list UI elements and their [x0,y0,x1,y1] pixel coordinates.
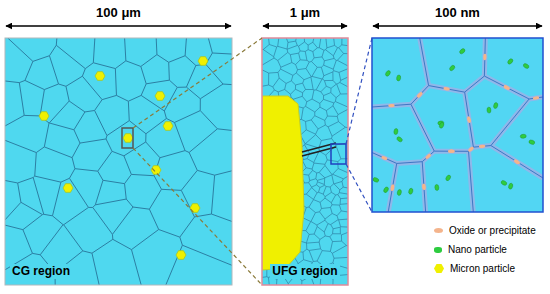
cg-panel-art [5,38,232,285]
dimension-arrow [373,25,542,26]
oxide-precipitate [533,96,540,100]
grain-boundaries [5,38,232,285]
legend-text: Nano particle [448,243,507,256]
micron-particle [95,72,105,81]
nano-particle [487,107,491,113]
ufg-panel-art [262,38,348,285]
micron-particle [176,251,186,260]
oxide-precipitate [513,159,520,165]
zoom-box [331,144,346,164]
legend-entry: Nano particle [434,243,507,256]
nano-particle [507,58,514,65]
oxide-precipitate [448,150,454,153]
scale-label: 100 μm [96,5,141,20]
micron-particle-section [262,96,304,270]
nano-particle [439,122,445,129]
nano-particle [396,136,403,143]
oxide-precipitate [388,104,395,108]
oxide-precipitate [503,85,510,91]
legend-text: Micron particle [450,262,515,275]
legend-entry: Oxide or precipitate [434,224,536,237]
zoom-box [122,128,133,148]
oxide-precipitate [513,159,520,165]
nano-particle [435,184,440,190]
nano-particle [500,180,507,186]
dimension-arrow [263,25,347,26]
nano-particle [508,183,513,190]
nano-particle [449,64,456,71]
micron-particle [151,166,161,175]
nano-particle [520,134,526,139]
grain-boundaries [262,38,348,285]
legend-swatch [434,247,442,253]
oxide-precipitate [483,54,486,60]
grain-ground [5,38,232,285]
zoom-leader-line [133,38,262,128]
oxide-precipitate [416,91,423,98]
grain-ground [372,38,543,212]
micron-particle [155,92,165,101]
nano-particle [528,139,535,145]
grain-boundary-band [372,38,543,212]
micron-particle [190,204,200,213]
nano-particle [408,188,413,195]
oxide-precipitate [467,116,471,123]
nano-particle [372,177,379,183]
oxide-precipitate [422,184,426,191]
legend-entry: Micron particle [434,262,515,275]
nano-particle [459,48,466,55]
micron-particle [163,122,173,131]
nano-particle [396,75,401,82]
dimension-arrow [6,25,231,26]
grain-boundaries [372,38,543,212]
scale-label: 100 nm [435,5,480,20]
nano-particle [383,186,389,193]
scale-label: 1 μm [290,5,320,20]
oxide-precipitate [467,116,471,123]
oxide-precipitate [503,85,510,91]
nano-particle [397,189,402,196]
region-label: CG region [10,264,72,279]
zoom-leader-line [133,148,262,285]
region-panel: UFG region [262,38,348,285]
oxide-precipitate [425,153,432,160]
panel-frame [262,38,348,285]
legend-swatch [434,264,444,273]
oxide-precipitate [390,184,394,191]
oxide-precipitate [422,184,426,191]
nano-particle [394,128,399,134]
nano-particle [523,63,530,69]
region-label: UFG region [270,264,339,279]
grain-ground [262,38,348,285]
micron-particle [39,112,49,121]
oxide-precipitate [443,87,450,91]
micron-particle [198,57,208,66]
oxide-precipitate [479,144,486,148]
oxide-precipitate [416,91,423,98]
legend-text: Oxide or precipitate [449,224,536,237]
panel-frame [372,38,543,212]
oxide-precipitate [467,146,474,153]
nano-particle [385,70,392,77]
nano-panel-art [372,38,543,212]
legend-swatch [434,228,443,233]
micron-particle [123,134,133,143]
zoom-leader-line [346,164,372,212]
nano-particle [445,174,452,181]
oxide-precipitate [381,155,388,161]
oxide-precipitate [448,150,454,153]
region-panel: CG region [5,38,232,285]
oxide-precipitate [390,184,394,191]
micron-particle [63,184,73,193]
nano-particle [493,102,498,109]
zoom-leader-line [346,38,372,144]
panel-frame [5,38,232,285]
